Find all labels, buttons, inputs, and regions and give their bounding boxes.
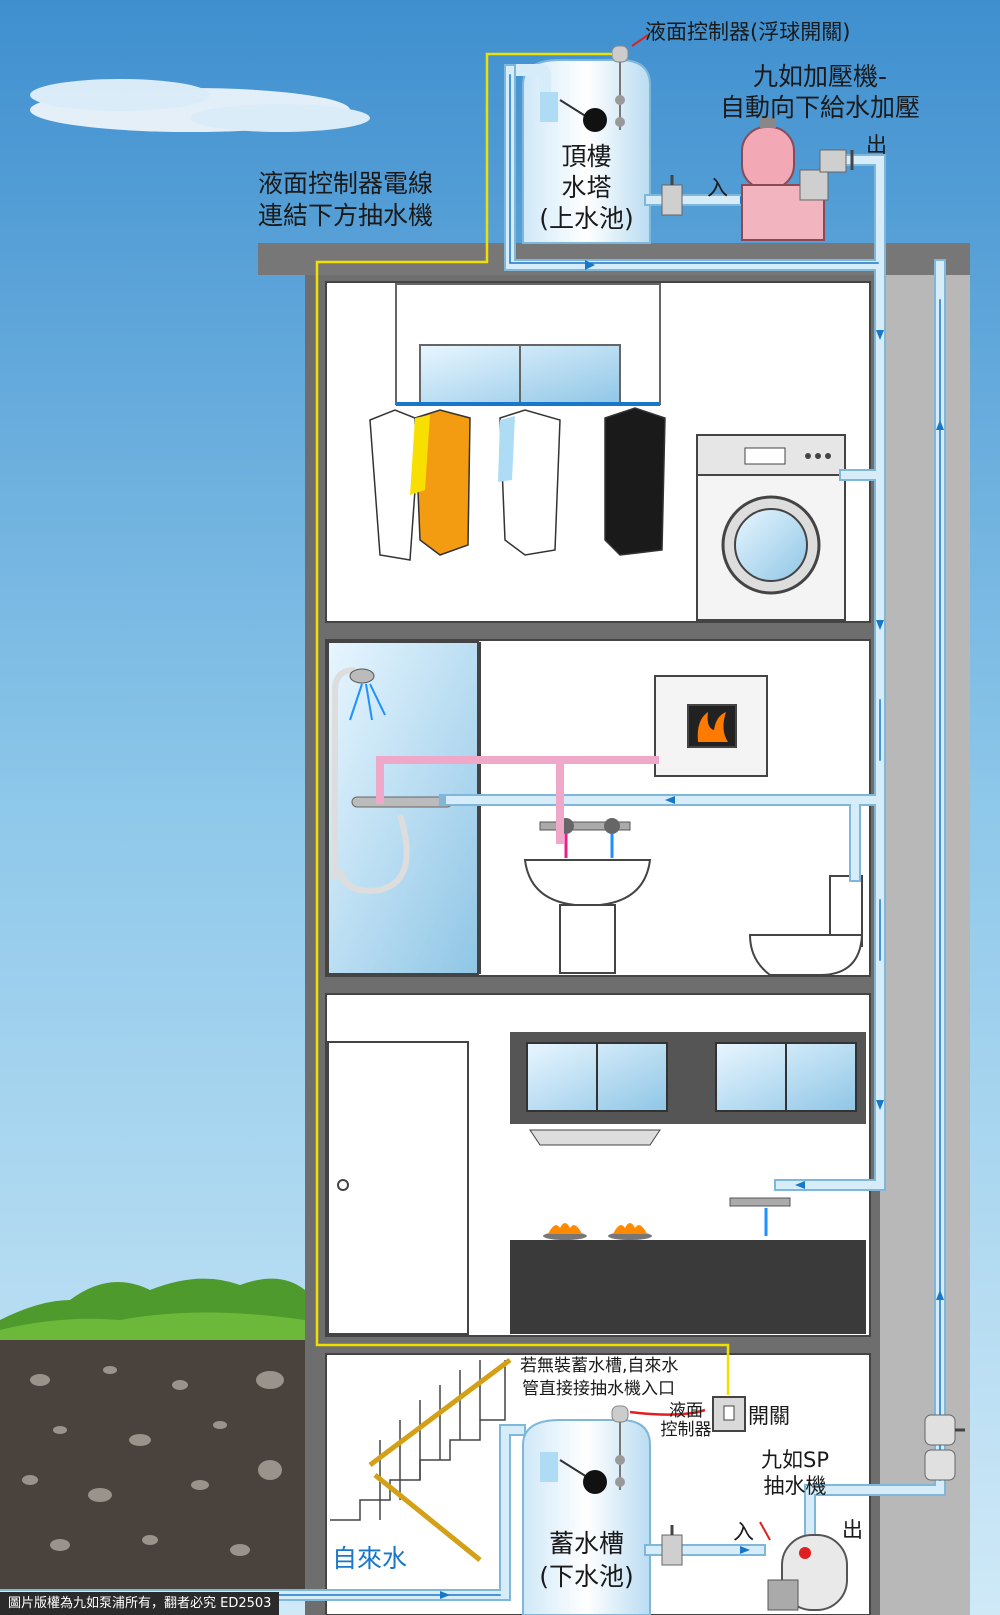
shower-icon	[332, 667, 410, 894]
float-switch-pointer	[631, 34, 649, 47]
storage-tank-label-2: (下水池)	[539, 1562, 634, 1591]
controller-label-2: 控制器	[660, 1420, 712, 1440]
controller-label-1: 液面	[669, 1401, 703, 1421]
float-ball-icon	[583, 108, 607, 132]
cloud-icon	[30, 79, 370, 132]
ground	[0, 1278, 305, 1600]
city-water-note-2: 管直接接抽水機入口	[522, 1379, 675, 1399]
roof-water-tank	[512, 45, 651, 244]
storage-tank-label-1: 蓄水槽	[548, 1529, 624, 1558]
basement	[330, 1358, 512, 1562]
pump-label-2: 抽水機	[763, 1474, 827, 1498]
switch-icon	[712, 1396, 746, 1432]
controller-wire	[315, 52, 730, 1395]
pump-icon	[741, 118, 829, 241]
storage-tank	[522, 1405, 651, 1615]
float-switch-label: 液面控制器(浮球開關)	[645, 20, 851, 44]
pump-label-1: 九如SP	[761, 1448, 829, 1472]
booster-pump-label-2: 自動向下給水加壓	[719, 93, 920, 122]
switch-label: 開關	[748, 1404, 790, 1428]
roof-tank-label-3: (上水池)	[539, 204, 634, 233]
outlet-label-top: 出	[866, 133, 887, 157]
flame-icon	[654, 675, 768, 777]
roof-tank-label-2: 水塔	[561, 173, 612, 202]
toilet-icon	[748, 875, 864, 976]
laundry-room	[369, 283, 846, 621]
pump-pointer	[759, 1521, 771, 1541]
faucet-icon	[523, 818, 652, 974]
flame-icon	[543, 1223, 652, 1240]
washing-machine-icon	[696, 434, 846, 621]
city-water-label: 自來水	[332, 1544, 408, 1573]
bathroom	[327, 641, 864, 976]
city-water-note-1: 若無裝蓄水槽,自來水	[520, 1356, 679, 1376]
copyright-bar: 圖片版權為九如泵浦所有，翻者必究 ED2503	[0, 1592, 280, 1615]
valve-icon	[661, 149, 854, 216]
pump-icon	[767, 1534, 848, 1611]
wire-note-label-2: 連結下方抽水機	[258, 201, 434, 230]
valve-icon	[661, 1414, 965, 1566]
inlet-label-bottom: 入	[733, 1520, 754, 1544]
outlet-label-bottom: 出	[842, 1518, 863, 1542]
float-ball-icon	[583, 1470, 607, 1494]
inlet-label-top: 入	[707, 176, 728, 200]
roof-tank-label-1: 頂樓	[561, 142, 612, 171]
booster-pump-label-1: 九如加壓機-	[752, 62, 888, 91]
kitchen	[327, 1032, 866, 1335]
wire-note-label-1: 液面控制器電線	[258, 169, 434, 198]
control-wire-red	[629, 1408, 706, 1416]
